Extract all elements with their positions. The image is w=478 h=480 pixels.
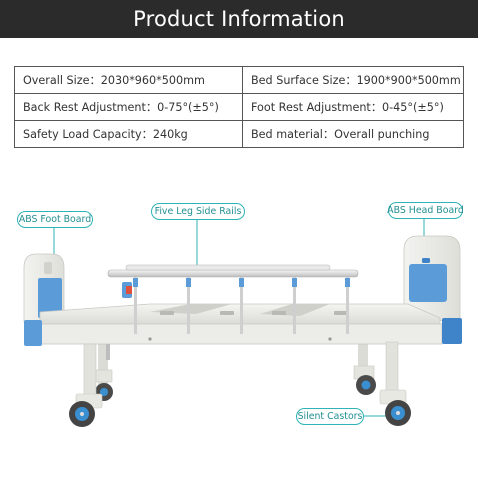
crank-handle [106, 344, 110, 360]
rear-leg-right [353, 336, 376, 395]
side-rails [107, 264, 359, 334]
spec-row: Overall Size：2030*960*500mm Bed Surface … [14, 66, 464, 94]
spec-value: 240kg [152, 128, 188, 141]
spec-cell: Bed material：Overall punching [242, 120, 464, 148]
spec-label: Back Rest Adjustment [23, 101, 146, 114]
rear-leg-left [93, 340, 113, 401]
spec-cell: Foot Rest Adjustment：0-45°(±5°) [242, 93, 464, 121]
spec-value: Overall punching [334, 128, 430, 141]
header-banner: Product Information [0, 0, 478, 38]
spec-value: 2030*960*500mm [100, 74, 205, 87]
spec-label: Foot Rest Adjustment [251, 101, 371, 114]
foot-board [23, 253, 65, 323]
spec-table: Overall Size：2030*960*500mm Bed Surface … [14, 66, 464, 148]
head-board [403, 235, 461, 323]
spec-separator: ： [141, 128, 153, 141]
front-leg-right [379, 341, 411, 426]
spec-row: Safety Load Capacity：240kg Bed material：… [14, 120, 464, 148]
callout-foot-board: ABS Foot Board [17, 211, 93, 228]
front-leg-left [69, 343, 103, 427]
spec-label: Bed material [251, 128, 323, 141]
callout-side-rails: Five Leg Side Rails [151, 203, 245, 220]
spec-separator: ： [345, 74, 357, 87]
spec-separator: ： [145, 101, 158, 114]
spec-value: 0-75°(±5°) [157, 101, 219, 114]
spec-separator: ： [370, 101, 383, 114]
spec-label: Overall Size [23, 74, 90, 87]
spec-separator: ： [89, 74, 101, 87]
page-title: Product Information [133, 7, 345, 31]
spec-value: 0-45°(±5°) [382, 101, 444, 114]
spec-cell: Bed Surface Size：1900*900*500mm [242, 66, 464, 94]
callout-head-board: ABS Head Board [387, 202, 464, 219]
spec-separator: ： [322, 128, 335, 141]
spec-label: Bed Surface Size [251, 74, 346, 87]
callout-castors: Silent Castors [296, 408, 364, 425]
spec-cell: Safety Load Capacity：240kg [14, 120, 243, 148]
spec-label: Safety Load Capacity [23, 128, 142, 141]
spec-value: 1900*900*500mm [356, 74, 461, 87]
spec-cell: Overall Size：2030*960*500mm [14, 66, 243, 94]
